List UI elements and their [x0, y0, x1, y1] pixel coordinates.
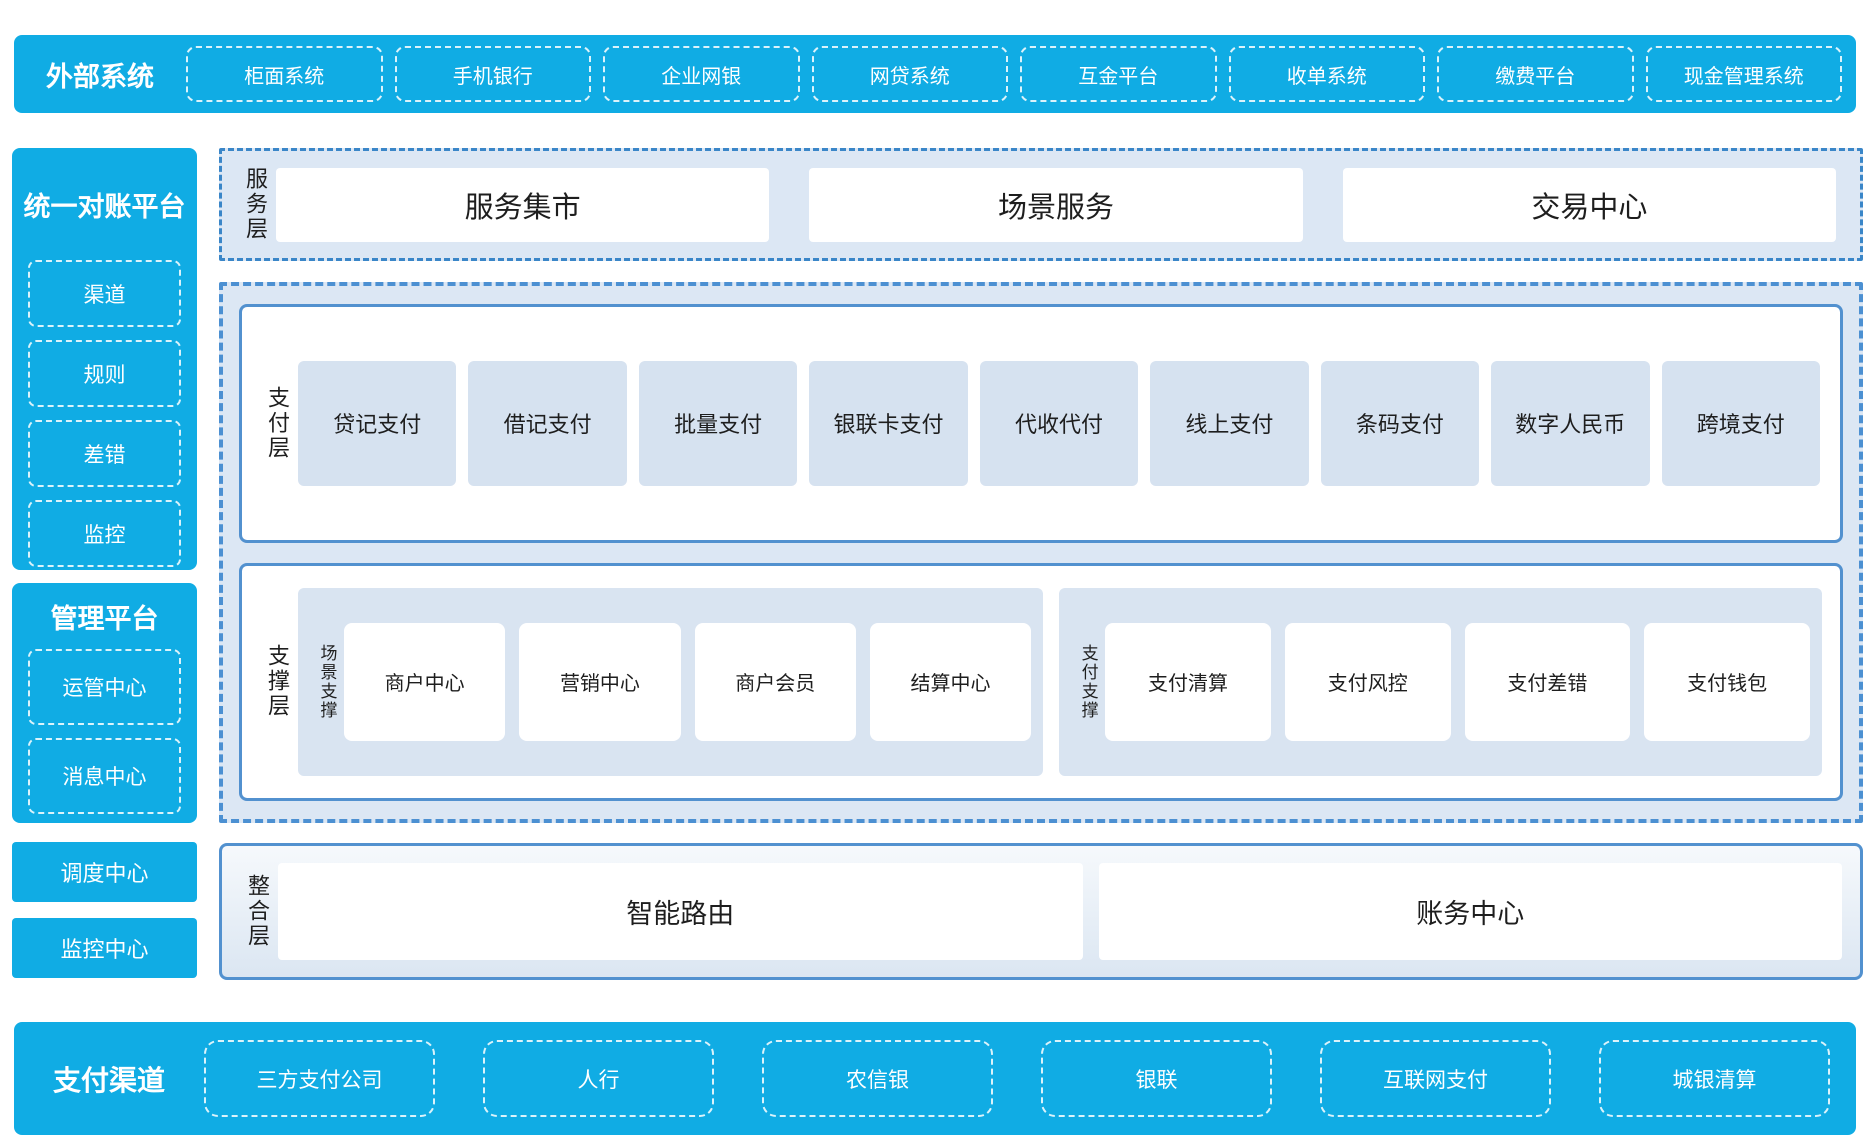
service-layer-section: 服务层 服务集市 场景服务 交易中心 [219, 148, 1863, 261]
external-system-node: 网贷系统 [812, 46, 1009, 102]
payment-node: 数字人民币 [1491, 361, 1649, 486]
payment-node: 代收代付 [980, 361, 1138, 486]
payment-support-items: 支付清算 支付风控 支付差错 支付钱包 [1105, 623, 1810, 741]
payment-channel-node: 互联网支付 [1320, 1040, 1551, 1117]
support-node: 支付钱包 [1644, 623, 1810, 741]
external-system-node: 企业网银 [603, 46, 800, 102]
external-system-node: 柜面系统 [186, 46, 383, 102]
payment-channel-node: 城银清算 [1599, 1040, 1830, 1117]
integration-layer-section: 整合层 智能路由 账务中心 [219, 843, 1863, 980]
payment-channels-title: 支付渠道 [14, 1022, 204, 1135]
integration-layer-label: 整合层 [236, 846, 278, 977]
service-node: 交易中心 [1343, 168, 1836, 242]
payment-channel-node: 人行 [483, 1040, 714, 1117]
external-systems-items: 柜面系统 手机银行 企业网银 网贷系统 互金平台 收单系统 缴费平台 现金管理系… [186, 35, 1856, 113]
integration-node: 账务中心 [1099, 863, 1842, 960]
payment-channel-node: 农信银 [762, 1040, 993, 1117]
payment-node: 跨境支付 [1662, 361, 1820, 486]
payment-channel-node: 银联 [1041, 1040, 1272, 1117]
reconciliation-node: 规则 [28, 340, 181, 407]
support-node: 支付风控 [1285, 623, 1451, 741]
payment-channels-items: 三方支付公司 人行 农信银 银联 互联网支付 城银清算 [204, 1022, 1856, 1135]
management-items: 运管中心 消息中心 [12, 649, 197, 814]
scene-support-items: 商户中心 营销中心 商户会员 结算中心 [344, 623, 1031, 741]
payment-node: 条码支付 [1321, 361, 1479, 486]
payment-channels-bar: 支付渠道 三方支付公司 人行 农信银 银联 互联网支付 城银清算 [14, 1022, 1856, 1135]
reconciliation-node: 监控 [28, 500, 181, 567]
support-layer-section: 支撑层 场景支撑 商户中心 营销中心 商户会员 结算中心 支付支撑 支付清算 支… [239, 563, 1843, 802]
external-system-node: 收单系统 [1229, 46, 1426, 102]
support-layer-label: 支撑层 [256, 566, 298, 799]
integration-node: 智能路由 [278, 863, 1083, 960]
management-node: 运管中心 [28, 649, 181, 725]
external-systems-title: 外部系统 [14, 35, 186, 113]
payment-channel-node: 三方支付公司 [204, 1040, 435, 1117]
service-node: 服务集市 [276, 168, 769, 242]
support-node: 营销中心 [519, 623, 680, 741]
reconciliation-items: 渠道 规则 差错 监控 [12, 260, 197, 567]
payment-node: 批量支付 [639, 361, 797, 486]
dispatch-center-node: 调度中心 [12, 842, 197, 902]
support-node: 商户中心 [344, 623, 505, 741]
payment-node: 借记支付 [468, 361, 626, 486]
scene-support-label: 场景支撑 [310, 644, 344, 720]
payment-layer-items: 贷记支付 借记支付 批量支付 银联卡支付 代收代付 线上支付 条码支付 数字人民… [298, 307, 1826, 540]
support-node: 结算中心 [870, 623, 1031, 741]
management-platform-title: 管理平台 [12, 583, 197, 649]
scene-support-group: 场景支撑 商户中心 营销中心 商户会员 结算中心 [298, 588, 1043, 776]
payment-layer-section: 支付层 贷记支付 借记支付 批量支付 银联卡支付 代收代付 线上支付 条码支付 … [239, 304, 1843, 543]
external-system-node: 现金管理系统 [1646, 46, 1843, 102]
integration-layer-items: 智能路由 账务中心 [278, 846, 1846, 977]
service-node: 场景服务 [809, 168, 1302, 242]
reconciliation-platform-panel: 统一对账平台 渠道 规则 差错 监控 [12, 148, 197, 570]
support-layer-groups: 场景支撑 商户中心 营销中心 商户会员 结算中心 支付支撑 支付清算 支付风控 … [298, 566, 1826, 799]
support-node: 商户会员 [695, 623, 856, 741]
service-layer-label: 服务层 [234, 151, 276, 258]
monitor-center-node: 监控中心 [12, 918, 197, 978]
management-node: 消息中心 [28, 738, 181, 814]
external-system-node: 互金平台 [1020, 46, 1217, 102]
payment-support-group: 支付支撑 支付清算 支付风控 支付差错 支付钱包 [1059, 588, 1822, 776]
payment-support-label: 支付支撑 [1071, 644, 1105, 720]
management-platform-panel: 管理平台 运管中心 消息中心 [12, 583, 197, 823]
reconciliation-node: 差错 [28, 420, 181, 487]
reconciliation-node: 渠道 [28, 260, 181, 327]
support-node: 支付清算 [1105, 623, 1271, 741]
external-system-node: 缴费平台 [1437, 46, 1634, 102]
payment-core-container: 支付层 贷记支付 借记支付 批量支付 银联卡支付 代收代付 线上支付 条码支付 … [219, 282, 1863, 823]
payment-layer-label: 支付层 [256, 307, 298, 540]
external-systems-bar: 外部系统 柜面系统 手机银行 企业网银 网贷系统 互金平台 收单系统 缴费平台 … [14, 35, 1856, 113]
support-node: 支付差错 [1465, 623, 1631, 741]
payment-node: 贷记支付 [298, 361, 456, 486]
payment-node: 银联卡支付 [809, 361, 967, 486]
reconciliation-platform-title: 统一对账平台 [12, 148, 197, 260]
service-layer-items: 服务集市 场景服务 交易中心 [276, 151, 1848, 258]
external-system-node: 手机银行 [395, 46, 592, 102]
payment-node: 线上支付 [1150, 361, 1308, 486]
